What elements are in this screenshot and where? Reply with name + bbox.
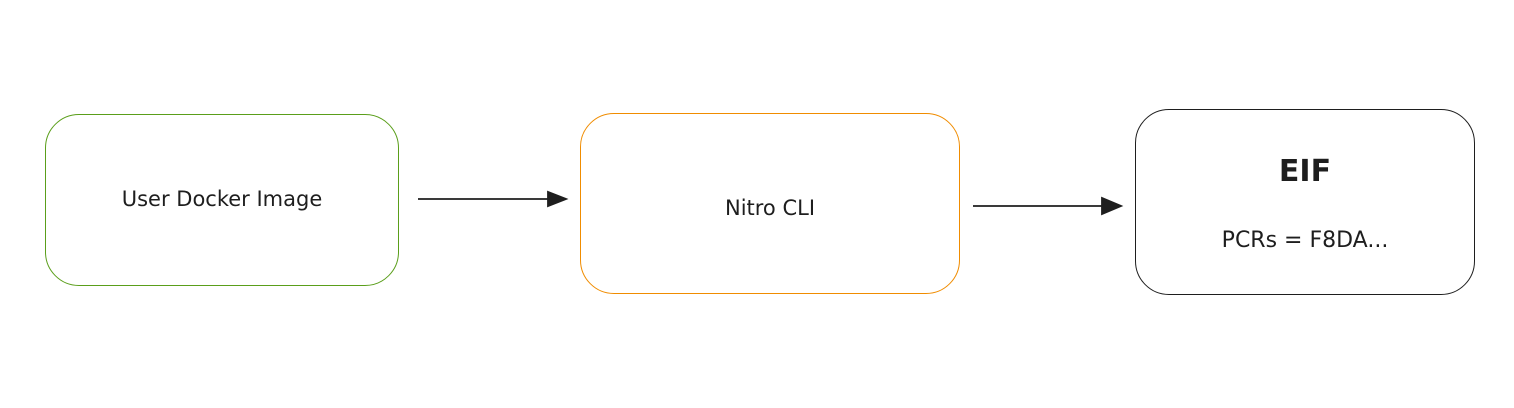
node-eif: EIF PCRs = F8DA...	[1135, 109, 1475, 295]
node-user-docker-image: User Docker Image	[45, 114, 399, 286]
node-title: EIF	[1278, 154, 1332, 189]
node-label: User Docker Image	[121, 187, 323, 211]
arrow-cli-to-eif	[973, 196, 1124, 216]
arrow-docker-to-cli	[418, 190, 569, 208]
node-nitro-cli: Nitro CLI	[580, 113, 960, 294]
node-sublabel: PCRs = F8DA...	[1221, 228, 1389, 253]
node-label: Nitro CLI	[724, 196, 816, 220]
